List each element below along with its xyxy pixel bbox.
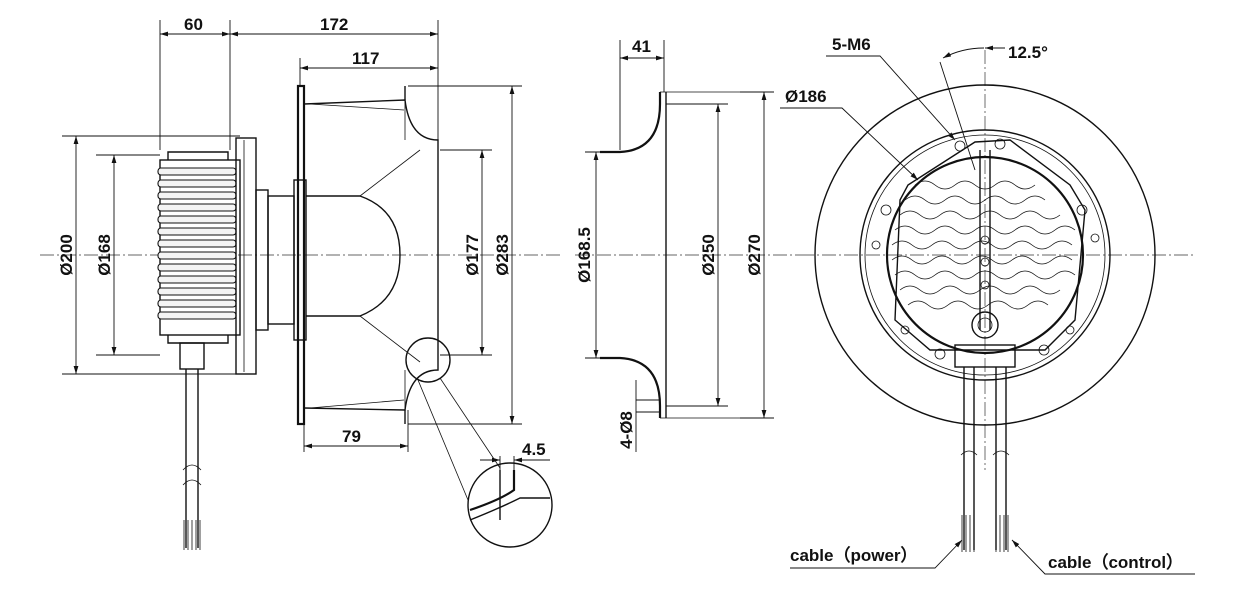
dim-diameter-177: Ø177	[463, 234, 482, 276]
dim-diameter-168: Ø168	[95, 234, 114, 276]
dim-79: 79	[342, 427, 361, 446]
callout-cable-power: cable（power）	[790, 545, 918, 565]
side-view: 4.5 60 172 117 79 Ø200 Ø168 Ø177	[40, 15, 560, 550]
housing-fins	[157, 167, 237, 320]
dim-diameter-250: Ø250	[699, 234, 718, 276]
callout-cable-control: cable（control）	[1048, 552, 1183, 572]
detail-marker-circle	[405, 337, 451, 383]
power-cable	[963, 367, 975, 550]
mounting-flange	[235, 137, 257, 375]
mounting-screws	[871, 138, 1100, 360]
front-cable-gland	[954, 344, 1016, 368]
front-view: 12.5° 5-M6 Ø186 cable（power） cable（contr…	[780, 35, 1195, 575]
impeller-outline	[303, 99, 439, 411]
cable-gland	[179, 342, 205, 370]
dim-4-5: 4.5	[522, 440, 546, 459]
motor-housing	[159, 159, 241, 336]
dim-5-m6: 5-M6	[832, 35, 871, 54]
detail-view-circle	[467, 462, 553, 548]
dim-117: 117	[352, 49, 379, 68]
inlet-circle	[859, 129, 1111, 381]
inlet-ring-view: 41 Ø168.5 Ø250 Ø270 4-Ø8	[575, 37, 800, 452]
motor-face-circle	[885, 155, 1085, 355]
rotor-hub	[267, 195, 295, 325]
inlet-ring-profile-top	[600, 92, 662, 154]
motor-face-fins	[891, 180, 1076, 310]
dim-angle-12-5: 12.5°	[1008, 43, 1048, 62]
dim-172: 172	[320, 15, 348, 34]
dim-diameter-168-5: Ø168.5	[575, 227, 594, 283]
impeller-backplate	[296, 84, 306, 426]
control-cable	[995, 367, 1007, 550]
dim-diameter-200: Ø200	[57, 234, 76, 276]
motor-mount-plate	[894, 139, 1086, 351]
connector-plug	[971, 311, 999, 339]
cable-side-view	[185, 369, 199, 548]
dim-4-holes-diameter-8: 4-Ø8	[617, 411, 636, 449]
dim-41: 41	[632, 37, 651, 56]
inlet-ring-profile-bottom	[600, 356, 662, 418]
dim-diameter-186: Ø186	[785, 87, 827, 106]
outer-ring-circle	[814, 84, 1156, 426]
dim-diameter-270: Ø270	[745, 234, 764, 276]
dim-60: 60	[184, 15, 203, 34]
dim-diameter-283: Ø283	[493, 234, 512, 276]
